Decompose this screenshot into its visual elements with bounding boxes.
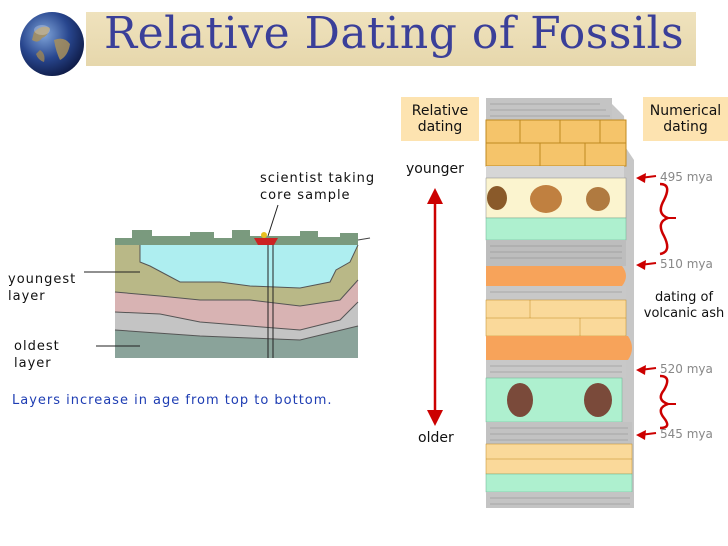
scientist-pointer <box>268 205 278 236</box>
trilobite-fossil <box>584 383 612 417</box>
youngest-label: youngest layer <box>8 271 76 305</box>
older-label: older <box>418 430 454 447</box>
oldest-label-line1: oldest <box>14 338 60 355</box>
numerical-box-line1: Numerical <box>643 103 728 119</box>
caption: Layers increase in age from top to botto… <box>12 392 333 409</box>
shell-fossil <box>487 186 507 210</box>
youngest-label-line1: youngest <box>8 271 76 288</box>
numerical-dating-box: Numerical dating <box>643 97 728 141</box>
age-label: 520 mya <box>660 362 713 376</box>
age-label: 495 mya <box>660 170 713 184</box>
scientist-icon <box>261 232 267 238</box>
age-label: 510 mya <box>660 257 713 271</box>
scientist-label-line2: core sample <box>260 187 375 204</box>
time-arrow <box>427 188 443 426</box>
scientist-label: scientist taking core sample <box>260 170 375 204</box>
cross-section <box>84 205 370 358</box>
relative-box-line1: Relative <box>401 103 479 119</box>
scientist-label-line1: scientist taking <box>260 170 375 187</box>
age-label: 545 mya <box>660 427 713 441</box>
relative-box-line2: dating <box>401 119 479 135</box>
younger-label: younger <box>406 161 464 178</box>
numerical-box-line2: dating <box>643 119 728 135</box>
volcanic-ash-label: dating of volcanic ash <box>640 290 728 322</box>
ash-label-line1: dating of <box>640 290 728 306</box>
shell-fossil <box>530 185 562 213</box>
strata-column <box>486 98 634 508</box>
oldest-label-line2: layer <box>14 355 60 372</box>
relative-dating-box: Relative dating <box>401 97 479 141</box>
oldest-label: oldest layer <box>14 338 60 372</box>
boat-icon <box>254 238 278 245</box>
shell-fossil <box>586 187 610 211</box>
trilobite-fossil <box>507 383 533 417</box>
youngest-label-line2: layer <box>8 288 76 305</box>
ash-label-line2: volcanic ash <box>640 306 728 322</box>
